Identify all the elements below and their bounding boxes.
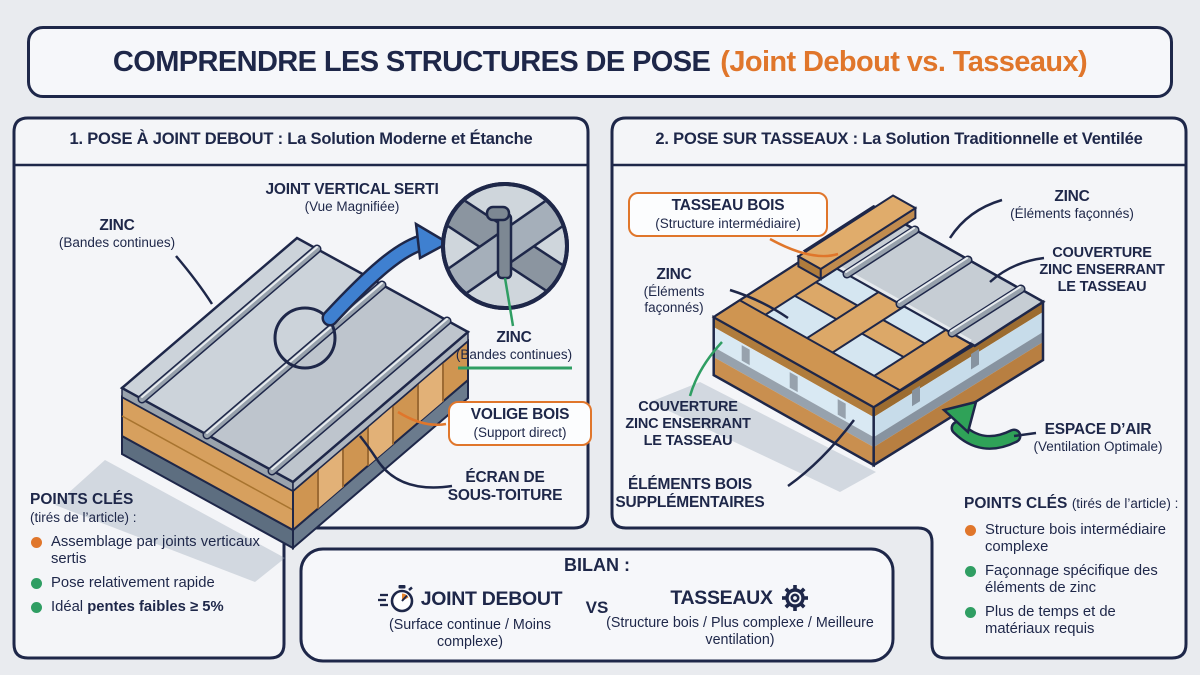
zoom-arrow-icon <box>321 221 451 327</box>
bullet-dot <box>965 606 976 618</box>
right-points-cles: POINTS CLÉS (tirés de l’article) : Struc… <box>964 495 1179 638</box>
label-tasseau-bois: TASSEAU BOIS (Structure intermédiaire) <box>628 192 828 237</box>
left-points-cles: POINTS CLÉS (tirés de l’article) : Assem… <box>30 491 265 623</box>
stopwatch-icon <box>377 585 414 613</box>
bullet-dot <box>31 577 42 589</box>
list-item: Assemblage par joints verticaux sertis <box>30 534 269 568</box>
list-item: Pose relativement rapide <box>30 575 265 592</box>
bullet-dot <box>31 536 42 548</box>
label-joint-vertical-serti: JOINT VERTICAL SERTI (Vue Magnifiée) <box>265 181 439 215</box>
gear-icon <box>781 585 808 611</box>
label-ecran-sous-toiture: ÉCRAN DE SOUS-TOITURE <box>447 469 563 505</box>
page-title: COMPRENDRE LES STRUCTURES DE POSE (Joint… <box>27 26 1173 98</box>
bullet-dot <box>965 524 976 536</box>
tasseaux-diagram <box>650 194 1046 492</box>
page-title-accent: (Joint Debout vs. Tasseaux) <box>720 45 1088 78</box>
page-title-main: COMPRENDRE LES STRUCTURES DE POSE <box>112 45 711 78</box>
list-item: Façonnage spécifique des éléments de zin… <box>964 563 1179 597</box>
label-volige-bois: VOLIGE BOIS (Support direct) <box>448 401 592 446</box>
bilan-title: BILAN : <box>564 555 630 575</box>
label-zinc-elements-left: ZINC (Éléments façonnés) <box>643 266 705 316</box>
bullet-dot <box>31 601 42 613</box>
label-couverture-left: COUVERTURE ZINC ENSERRANT LE TASSEAU <box>625 399 751 450</box>
bilan-box <box>299 547 895 663</box>
label-couverture-right: COUVERTURE ZINC ENSERRANT LE TASSEAU <box>1039 245 1165 296</box>
right-panel-header: 2. POSE SUR TASSEAUX : La Solution Tradi… <box>655 130 1143 148</box>
joint-focus-ring <box>273 306 337 370</box>
label-espace-air: ESPACE D’AIR (Ventilation Optimale) <box>1033 421 1163 455</box>
list-item: Structure bois intermédiaire complexe <box>964 522 1179 556</box>
left-points-list: Assemblage par joints verticaux sertis P… <box>30 534 265 616</box>
bilan-vs: VS <box>585 598 609 617</box>
label-zinc-bandes: ZINC (Bandes continues) <box>58 217 176 251</box>
list-item: Idéal pentes faibles ≥ 5% <box>30 599 265 616</box>
bilan-joint-debout: JOINT DEBOUT (Surface continue / Moins c… <box>330 583 610 651</box>
right-points-list: Structure bois intermédiaire complexe Fa… <box>964 522 1179 638</box>
airflow-arrow-icon <box>941 400 1022 450</box>
joint-debout-diagram <box>55 182 572 582</box>
list-item: Plus de temps et de matériaux requis <box>964 604 1179 638</box>
label-zinc-elements-right: ZINC (Éléments façonnés) <box>1010 188 1134 222</box>
bilan-tasseaux: TASSEAUX (Structure bois / Plus complexe… <box>600 583 880 649</box>
left-panel-header: 1. POSE À JOINT DEBOUT : La Solution Mod… <box>69 130 533 148</box>
label-elements-bois: ÉLÉMENTS BOIS SUPPLÉMENTAIRES <box>615 476 765 512</box>
bullet-dot <box>965 565 976 577</box>
label-zinc-magnifier: ZINC (Bandes continues) <box>455 329 573 363</box>
